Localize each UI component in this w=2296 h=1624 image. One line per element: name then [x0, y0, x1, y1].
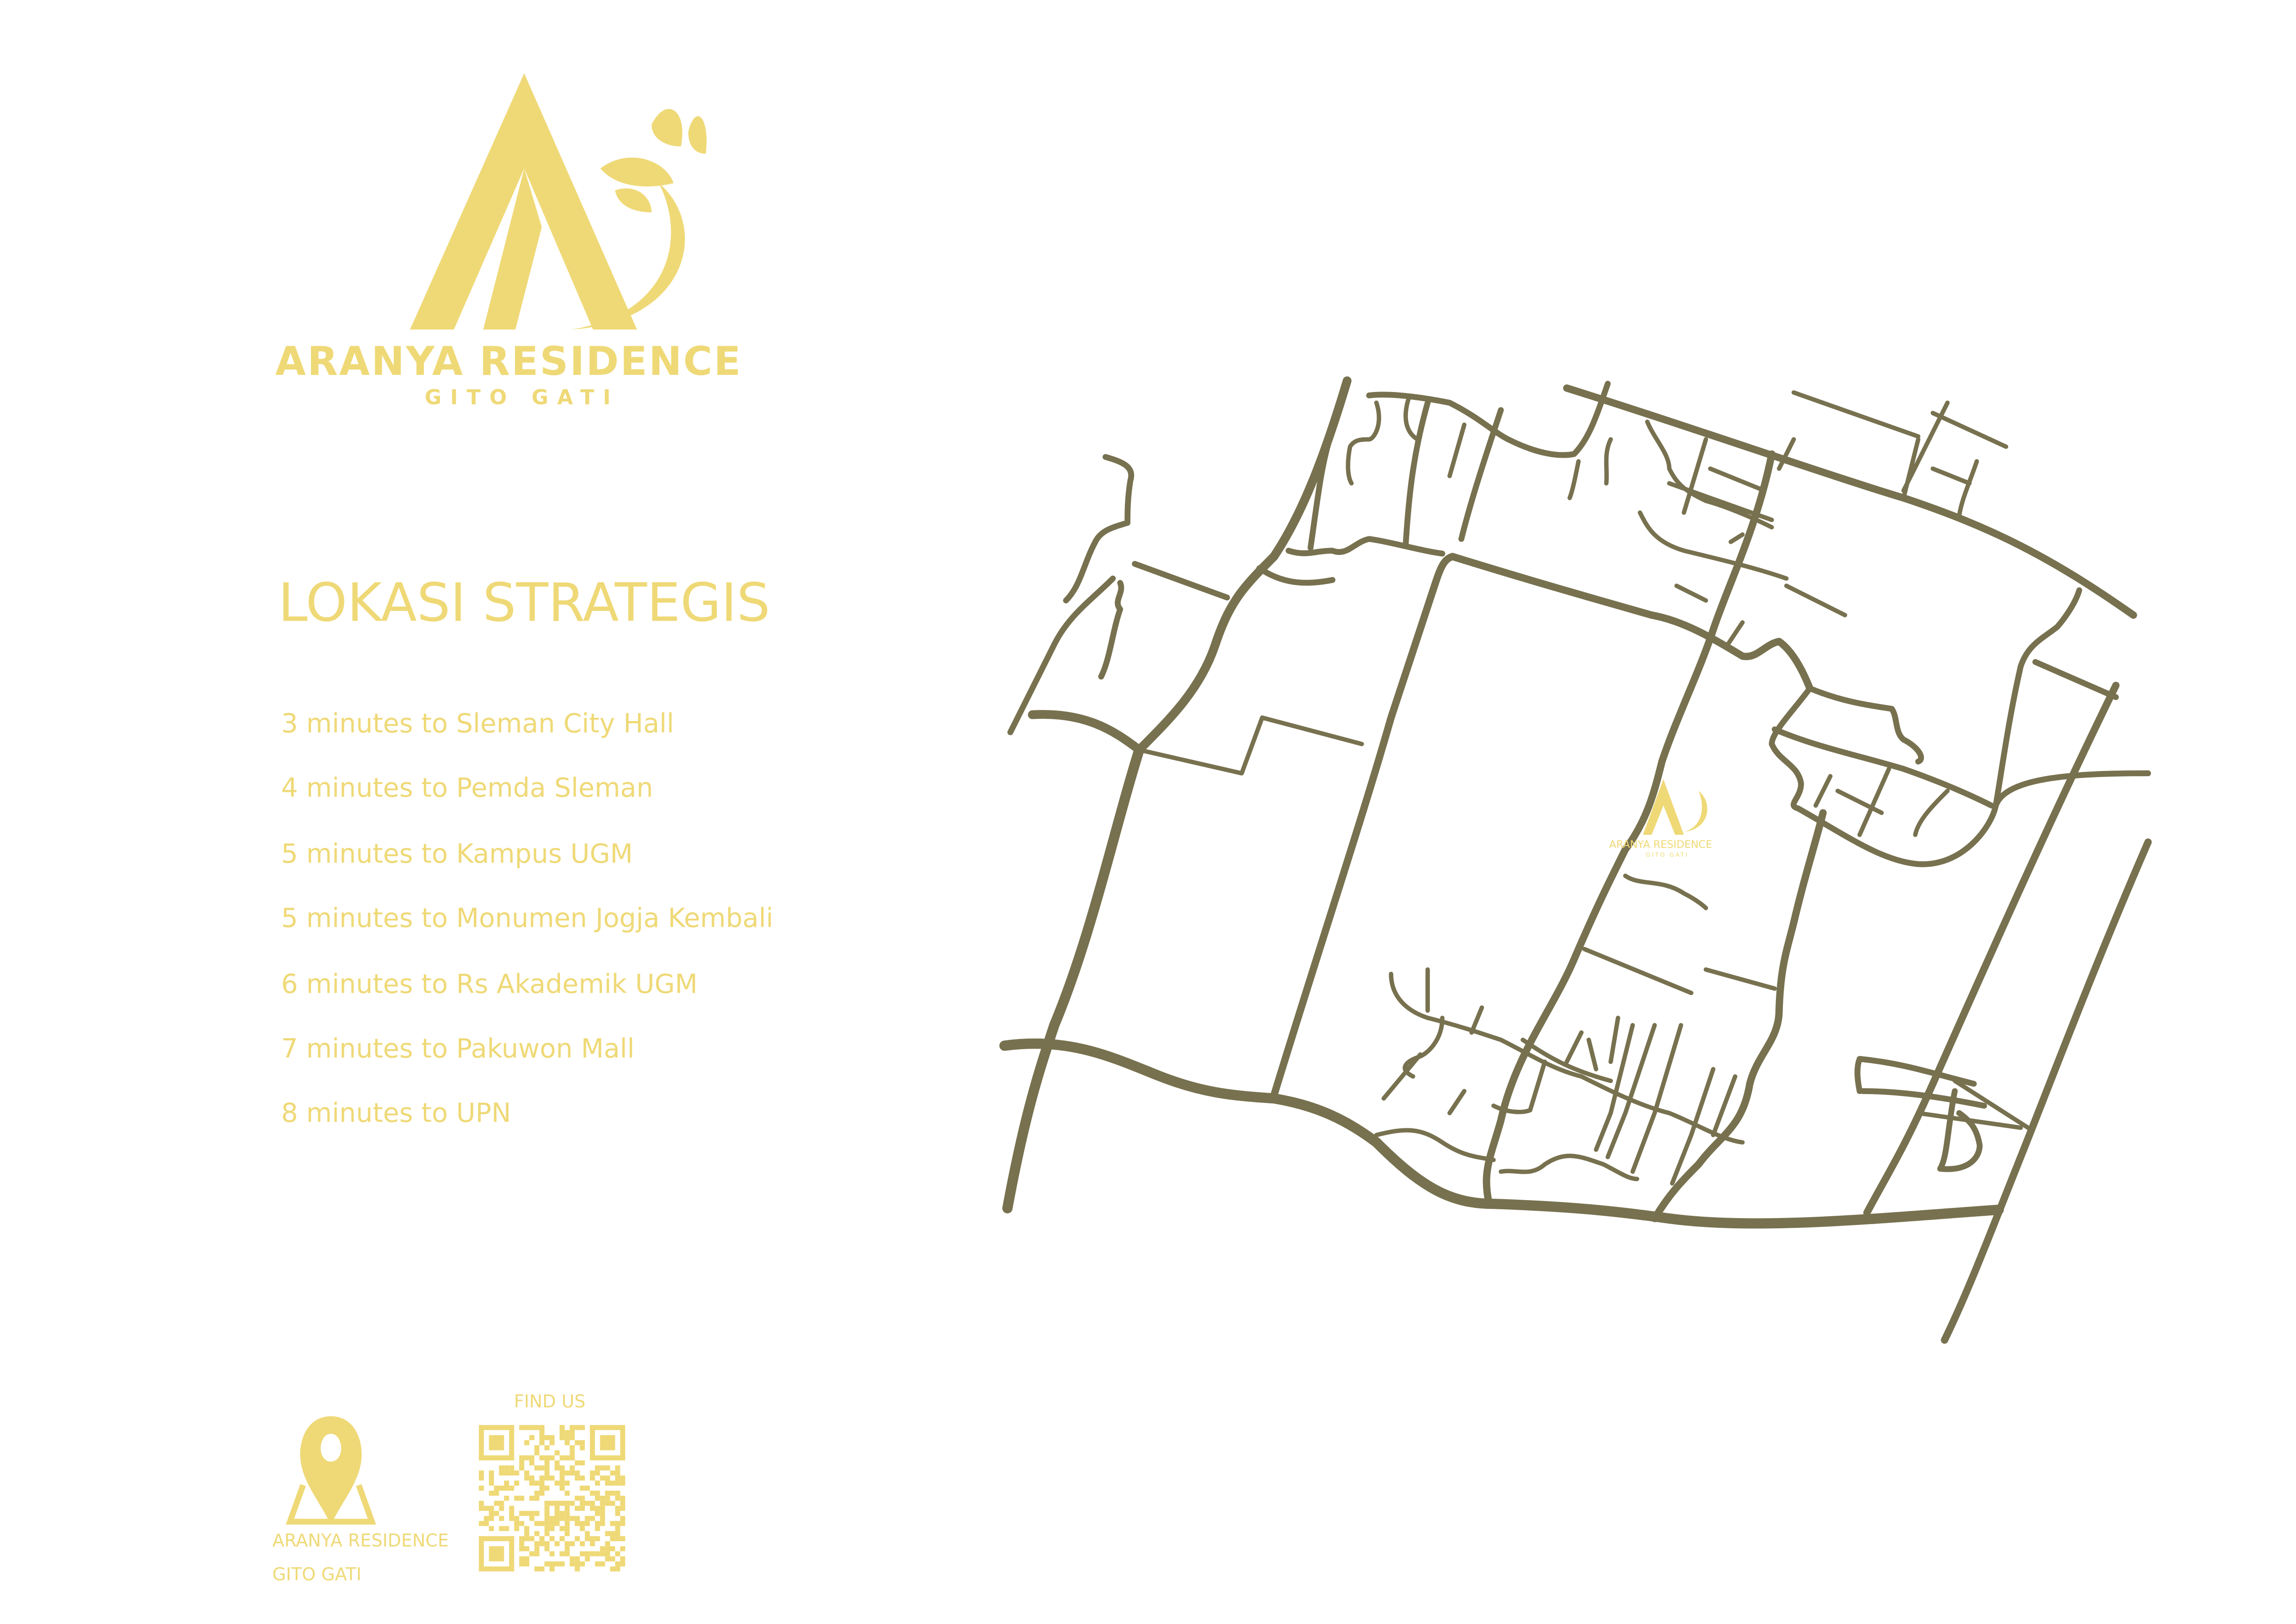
section-title: LOKASI STRATEGIS	[278, 574, 770, 635]
road	[1483, 450, 1775, 1208]
list-item: 5 minutes to Monumen Jogja Kembali	[281, 904, 774, 935]
road	[1651, 809, 1827, 1222]
footer-brand-subtitle: GITO GATI	[272, 1564, 362, 1585]
road	[1256, 380, 1611, 586]
road	[1992, 587, 2119, 809]
road	[1007, 454, 1230, 735]
a-leaf-logo-icon	[410, 73, 707, 330]
map-marker-label: ARANYA RESIDENCE	[1609, 839, 1713, 851]
map-marker-subtitle: GITO GATI	[1645, 851, 1689, 859]
road	[1772, 685, 1995, 809]
qr-code-icon[interactable]	[478, 1425, 626, 1572]
road	[1137, 715, 1364, 776]
list-item: 5 minutes to Kampus UGM	[281, 839, 633, 870]
road	[1270, 553, 1457, 1099]
road	[1941, 838, 2152, 1344]
location-list: 3 minutes to Sleman City Hall 4 minutes …	[281, 709, 774, 1164]
map-location-marker-icon	[1643, 779, 1707, 835]
road	[1346, 390, 2009, 647]
list-item: 3 minutes to Sleman City Hall	[281, 709, 674, 740]
road-map	[999, 376, 2152, 1344]
footer-brand-name: ARANYA RESIDENCE	[272, 1530, 449, 1551]
brand-subtitle: GITO GATI	[424, 386, 620, 411]
road	[1002, 745, 1145, 1213]
road	[1916, 1078, 2030, 1130]
road	[1402, 399, 1504, 548]
find-us-label: FIND US	[514, 1391, 586, 1412]
map-pin-icon	[285, 1416, 376, 1525]
road	[1564, 1015, 1738, 1186]
list-item: 4 minutes to Pemda Sleman	[281, 774, 653, 805]
road	[1563, 384, 2137, 619]
road	[1374, 967, 1745, 1182]
list-item: 8 minutes to UPN	[281, 1099, 511, 1130]
list-item: 6 minutes to Rs Akademik UGM	[281, 969, 698, 1000]
road	[1449, 553, 1814, 692]
road	[1582, 766, 1950, 996]
list-item: 7 minutes to Pakuwon Mall	[281, 1033, 635, 1065]
road	[1028, 376, 1352, 754]
road	[1854, 1056, 1987, 1172]
road	[1863, 682, 2120, 1217]
brand-name: ARANYA RESIDENCE	[275, 340, 743, 386]
road	[1769, 685, 2151, 867]
road	[999, 1038, 2004, 1229]
